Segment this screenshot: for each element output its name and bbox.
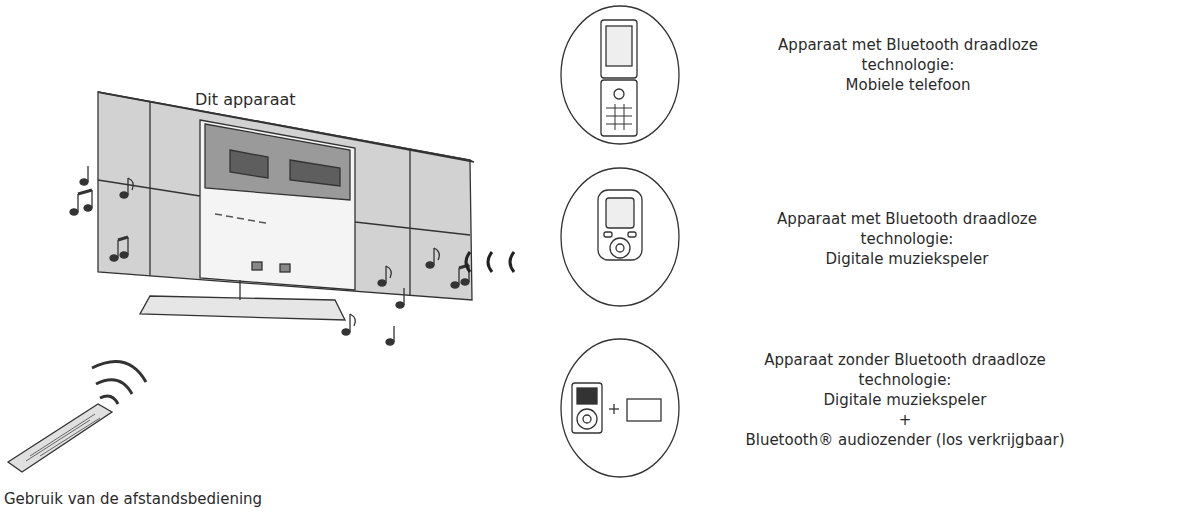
ellipse-outline <box>560 167 680 307</box>
device-text: Digitale muziekspeler <box>725 390 1085 410</box>
device-description: Apparaat met Bluetooth draadloze technol… <box>737 209 1077 269</box>
device-text: Mobiele telefoon <box>738 75 1078 95</box>
remote-label: Gebruik van de afstandsbediening <box>4 490 262 508</box>
ellipse-outline <box>560 338 680 478</box>
device-description: Apparaat met Bluetooth draadloze technol… <box>738 35 1078 95</box>
device-ellipse: Apparaat met Bluetooth draadloze technol… <box>560 167 680 307</box>
device-ellipse: Apparaat zonder Bluetooth draadloze tech… <box>560 338 680 478</box>
device-text: Digitale muziekspeler <box>737 249 1077 269</box>
device-heading: Apparaat zonder Bluetooth draadloze tech… <box>725 350 1085 390</box>
device-heading: Apparaat met Bluetooth draadloze technol… <box>738 35 1078 75</box>
device-description: Apparaat zonder Bluetooth draadloze tech… <box>725 350 1085 450</box>
unit-label: Dit apparaat <box>195 90 296 109</box>
device-text: + <box>725 410 1085 430</box>
ellipse-outline <box>560 5 680 145</box>
device-text: Bluetooth® audiozender (los verkrijgbaar… <box>725 430 1085 450</box>
device-heading: Apparaat met Bluetooth draadloze technol… <box>737 209 1077 249</box>
device-ellipse: Apparaat met Bluetooth draadloze technol… <box>560 5 680 145</box>
